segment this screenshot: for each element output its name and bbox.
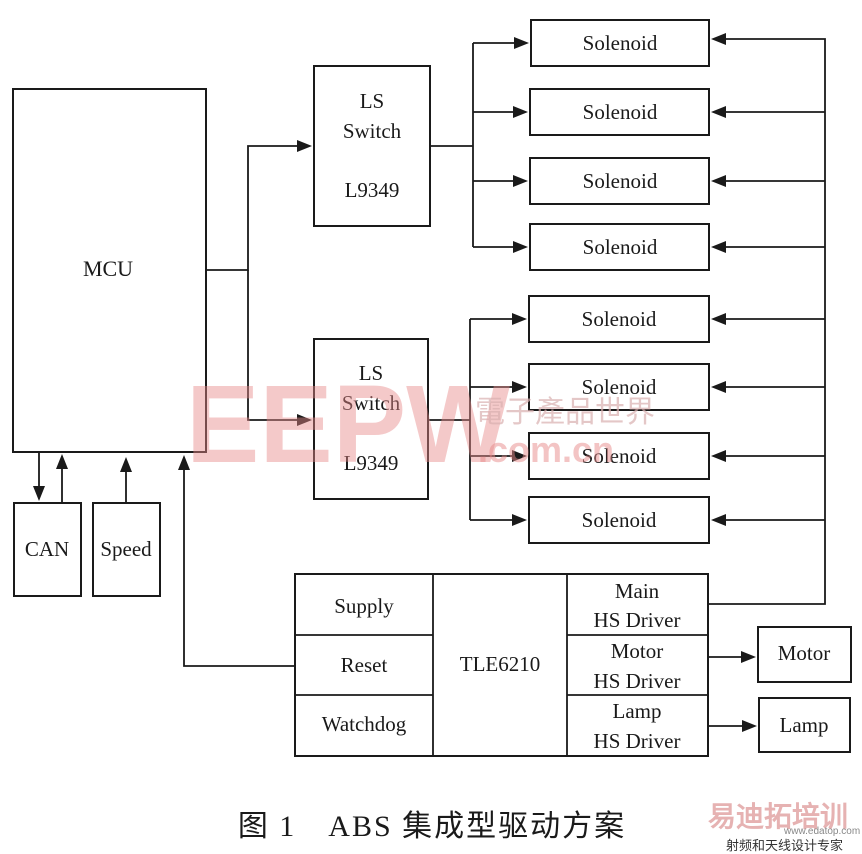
- solenoid-label-6: Solenoid: [582, 375, 657, 399]
- eepw-watermark-com: .com.cn: [478, 429, 614, 470]
- ls-switch-2-label-line2: Switch: [342, 391, 401, 415]
- arrowhead: [178, 455, 190, 470]
- solenoid-label-4: Solenoid: [583, 235, 658, 259]
- lamp-driver-label-line2: HS Driver: [594, 729, 681, 753]
- edatop-watermark-tagline: 射频和天线设计专家: [726, 838, 843, 854]
- arrowhead: [711, 33, 726, 45]
- motor-label: Motor: [778, 641, 831, 665]
- arrowhead: [711, 241, 726, 253]
- motor-block: [757, 626, 852, 683]
- ls-switch-1-label-line3: L9349: [345, 178, 400, 202]
- ls-switch-2-block: [313, 338, 429, 500]
- lamp-block: [758, 697, 851, 753]
- edatop-watermark-url: www.edatop.com: [783, 826, 860, 837]
- solenoid-label-7: Solenoid: [582, 444, 657, 468]
- solenoid-block-6: [528, 363, 710, 411]
- main-driver-label-line1: Main: [615, 579, 660, 603]
- arrowhead: [512, 313, 527, 325]
- mcu-label: MCU: [83, 256, 133, 281]
- can-block: [13, 502, 82, 597]
- solenoid-label-8: Solenoid: [582, 508, 657, 532]
- ls-switch-1-label-line1: LS: [360, 89, 385, 113]
- solenoid-column: Solenoid Solenoid Solenoid Solenoid Sole…: [528, 19, 710, 544]
- main-driver-label-line2: HS Driver: [594, 608, 681, 632]
- solenoid-label-5: Solenoid: [582, 307, 657, 331]
- ls-switch-2-label-line1: LS: [359, 361, 384, 385]
- arrowhead: [711, 106, 726, 118]
- solenoid-block-2: [529, 88, 710, 136]
- arrowhead: [512, 450, 527, 462]
- eepw-watermark-cn: 電子產品世界: [475, 395, 655, 430]
- arrowhead: [742, 720, 757, 732]
- can-label: CAN: [25, 537, 69, 561]
- arrowhead: [514, 37, 529, 49]
- supply-label: Supply: [334, 594, 394, 618]
- solenoid-label-1: Solenoid: [583, 31, 658, 55]
- solenoid-block-8: [528, 496, 710, 544]
- ls-switch-1-block: [313, 65, 431, 227]
- watchdog-label: Watchdog: [322, 712, 407, 736]
- solenoid-block-5: [528, 295, 710, 343]
- arrowhead: [741, 651, 756, 663]
- edatop-watermark: 易迪拓培训 www.edatop.com 射频和天线设计专家: [708, 800, 860, 854]
- lamp-label: Lamp: [780, 713, 829, 737]
- motor-driver-label-line2: HS Driver: [594, 669, 681, 693]
- arrowhead: [120, 457, 132, 472]
- reset-label: Reset: [341, 653, 388, 677]
- solenoid-block-1: [530, 19, 710, 67]
- ls-switch-1-label-line2: Switch: [343, 119, 402, 143]
- arrowhead: [33, 486, 45, 501]
- solenoid-block-7: [528, 432, 710, 480]
- ls-switch-2-label-line3: L9349: [344, 451, 399, 475]
- arrowhead: [513, 175, 528, 187]
- solenoid-label-2: Solenoid: [583, 100, 658, 124]
- arrowhead: [513, 241, 528, 253]
- arrowhead: [711, 450, 726, 462]
- lamp-driver-label-line1: Lamp: [613, 699, 662, 723]
- edatop-watermark-cn: 易迪拓培训: [708, 800, 848, 833]
- arrowhead: [297, 140, 312, 152]
- mcu-block: [12, 88, 207, 453]
- arrowhead: [711, 175, 726, 187]
- figure-caption: 图 1 ABS 集成型驱动方案: [238, 810, 626, 843]
- arrowhead: [711, 514, 726, 526]
- arrowhead: [512, 514, 527, 526]
- motor-driver-label-line1: Motor: [611, 639, 664, 663]
- tle6210-outline: [294, 573, 709, 757]
- solenoid-block-3: [529, 157, 710, 205]
- arrowhead: [56, 454, 68, 469]
- arrowhead: [513, 106, 528, 118]
- arrowhead: [512, 381, 527, 393]
- eepw-watermark-logo: EEPW: [186, 363, 510, 486]
- connection-wires: [33, 33, 826, 732]
- tle6210-label: TLE6210: [460, 652, 540, 676]
- speed-label: Speed: [100, 537, 152, 561]
- solenoid-label-3: Solenoid: [583, 169, 658, 193]
- arrowhead: [711, 381, 726, 393]
- arrowhead: [711, 313, 726, 325]
- solenoid-block-4: [529, 223, 710, 271]
- eepw-watermark: EEPW 電子產品世界 .com.cn: [186, 363, 655, 486]
- arrowhead: [297, 414, 312, 426]
